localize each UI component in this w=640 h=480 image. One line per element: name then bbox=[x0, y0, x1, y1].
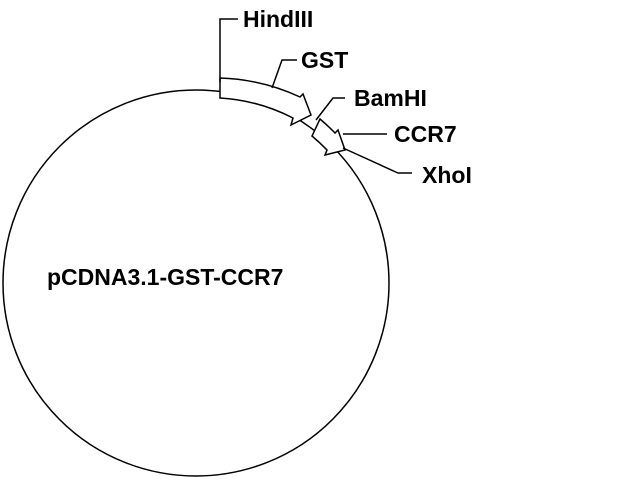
xhoi-leader-line bbox=[342, 147, 412, 174]
hindiii-label: HindIII bbox=[243, 6, 313, 32]
gst-label: GST bbox=[301, 47, 348, 73]
gst-leader-line bbox=[271, 59, 297, 89]
plasmid-name: pCDNA3.1-GST-CCR7 bbox=[47, 264, 283, 290]
plasmid-backbone-circle bbox=[2, 89, 390, 477]
gst-insert-arrow bbox=[219, 77, 312, 127]
ccr7-label: CCR7 bbox=[394, 121, 457, 147]
ccr7-insert-arrow bbox=[311, 117, 346, 157]
hindiii-leader-line bbox=[219, 18, 238, 82]
bamhi-leader-line bbox=[315, 97, 345, 121]
label-leader-lines bbox=[219, 18, 412, 174]
bamhi-label: BamHI bbox=[354, 85, 427, 111]
xhoi-label: XhoI bbox=[422, 162, 472, 188]
